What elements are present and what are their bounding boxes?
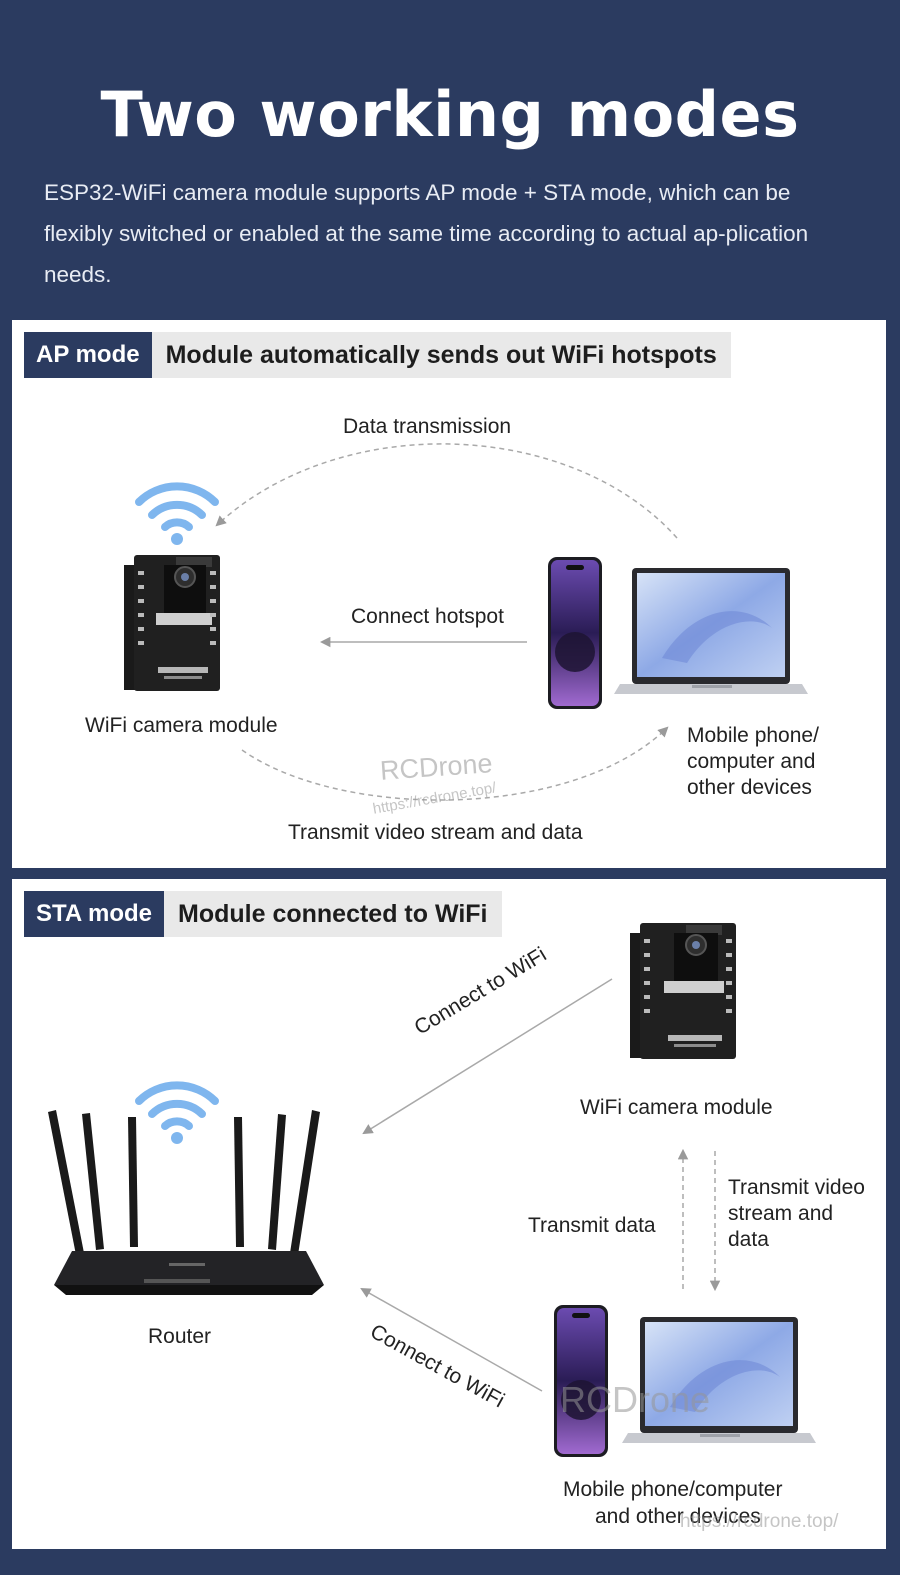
laptop-image — [614, 568, 808, 694]
router-image — [48, 1110, 324, 1295]
transmit-video-line-1: Transmit video — [728, 1176, 865, 1199]
transmit-video-line-3: data — [728, 1228, 769, 1251]
camera-module-image — [630, 923, 736, 1059]
data-transmission-label: Data transmission — [343, 415, 512, 438]
devices-label-line-1: Mobile phone/computer — [563, 1478, 783, 1501]
phone-image — [548, 557, 602, 709]
transmit-video-arrow — [241, 726, 669, 801]
ap-mode-header: AP mode Module automatically sends out W… — [24, 332, 731, 378]
watermark-url: https://rcdrone.top/ — [680, 1511, 839, 1532]
router-label: Router — [148, 1325, 212, 1348]
transmit-video-label: Transmit video stream and data — [288, 821, 583, 844]
page-title: Two working modes — [100, 78, 800, 151]
connect-hotspot-label: Connect hotspot — [351, 605, 504, 628]
devices-label-line-3: other devices — [687, 776, 812, 799]
data-transmission-arrow — [215, 443, 678, 539]
sta-mode-diagram — [48, 923, 816, 1457]
camera-module-image — [124, 555, 220, 691]
phone-image — [554, 1305, 608, 1457]
sta-mode-tag: STA mode — [24, 891, 165, 937]
wifi-icon — [135, 1081, 219, 1144]
devices-label-line-2: and other devices — [595, 1505, 761, 1528]
sta-mode-header: STA mode Module connected to WiFi — [24, 891, 502, 937]
transmit-video-line-2: stream and — [728, 1202, 834, 1225]
sta-mode-title: Module connected to WiFi — [164, 891, 502, 937]
laptop-image — [622, 1317, 816, 1443]
transmit-data-label: Transmit data — [528, 1214, 656, 1237]
watermark-brand: RCDrone — [560, 1379, 711, 1420]
devices-to-router-arrow — [360, 1287, 543, 1392]
module-to-router-arrow — [362, 978, 613, 1135]
wifi-icon — [135, 482, 219, 545]
ap-mode-panel: AP mode Module automatically sends out W… — [12, 320, 886, 868]
devices-label-line-1: Mobile phone/ — [687, 724, 819, 747]
sta-mode-panel: STA mode Module connected to WiFi — [12, 879, 886, 1549]
page-description: ESP32-WiFi camera module supports AP mod… — [44, 180, 809, 287]
ap-mode-title: Module automatically sends out WiFi hots… — [151, 332, 731, 378]
ap-mode-diagram — [124, 443, 808, 801]
wifi-camera-module-label: WiFi camera module — [85, 714, 278, 737]
ap-mode-tag: AP mode — [24, 332, 152, 378]
wifi-camera-module-label: WiFi camera module — [580, 1096, 773, 1119]
devices-label-line-2: computer and — [687, 750, 816, 773]
